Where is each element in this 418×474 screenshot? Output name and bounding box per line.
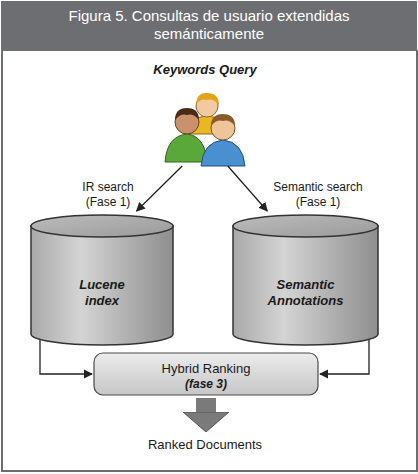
node-label: Keywords Query	[148, 62, 262, 78]
database-cylinder: Semantic Annotations	[232, 214, 379, 346]
block-arrow	[196, 398, 216, 413]
node-label: Ranked Documents	[110, 437, 300, 453]
node-label: Hybrid Ranking	[106, 361, 306, 377]
node-label: Lucene index	[72, 277, 132, 309]
cylinder-body	[233, 225, 378, 345]
node-sublabel: (fase 3)	[106, 377, 306, 392]
box-rect	[94, 353, 318, 395]
cylinder-body	[31, 225, 173, 345]
flow-arrow	[137, 166, 183, 211]
figure-title: Figura 5. Consultas de usuario extendida…	[40, 7, 378, 43]
database-cylinder: Lucene index	[30, 214, 174, 346]
edge-label: IR search (Fase 1)	[72, 180, 144, 210]
edge-label: Semantic search (Fase 1)	[268, 180, 368, 210]
cylinder-top	[31, 215, 173, 237]
flow-arrow	[228, 166, 267, 211]
text-node: Ranked Documents	[110, 437, 300, 459]
node-label: Semantic Annotations	[258, 277, 354, 309]
users-icon	[163, 86, 247, 168]
text-node: Keywords Query	[148, 62, 262, 168]
cylinder-top	[233, 215, 378, 237]
process-box: Hybrid Ranking(fase 3)	[93, 352, 319, 396]
